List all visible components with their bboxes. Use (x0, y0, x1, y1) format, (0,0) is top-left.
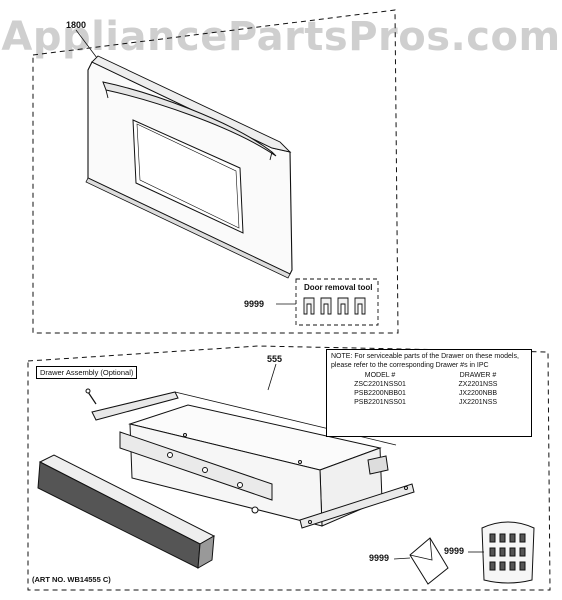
note-row-model: PSB2201NSS01 (354, 399, 406, 406)
watermark: AppliancePartsPros.com (1, 14, 561, 60)
note-table: MODEL # DRAWER # ZSC2201NSS01 ZX2201NSS … (331, 371, 527, 407)
drawer-leader (267, 363, 277, 391)
note-header-model: MODEL # (364, 372, 396, 379)
note-row-drawer: ZX2201NSS (458, 381, 498, 388)
part-label-envelope: 9999 (369, 553, 390, 563)
screw-bag (481, 521, 535, 584)
door-tool-clips (303, 297, 366, 315)
part-label-door: 1800 (66, 20, 87, 30)
door-handle (102, 81, 277, 157)
art-number: (ART NO. WB14555 C) (32, 575, 111, 584)
part-label-drawer: 555 (267, 354, 283, 364)
note-row-drawer: JX2201NSS (458, 399, 498, 406)
part-label-screws: 9999 (444, 546, 465, 556)
envelope-leader (393, 557, 411, 560)
drawer-front-panel (37, 454, 216, 569)
drawer-assembly-title: Drawer Assembly (Optional) (36, 366, 138, 379)
note-row-model: ZSC2201NSS01 (354, 381, 406, 388)
door-window (132, 119, 244, 234)
door-removal-tool-title: Door removal tool (304, 283, 373, 292)
part-label-door-tool: 9999 (244, 299, 265, 309)
envelope-part (409, 537, 449, 585)
door-group-boundary (32, 9, 399, 334)
note-row-drawer: JX2200NBB (458, 390, 498, 397)
note-header-drawer: DRAWER # (459, 372, 497, 379)
door-tool-boundary (295, 278, 379, 326)
oven-door (85, 55, 293, 279)
warming-drawer (85, 388, 415, 529)
note-row-model: PSB2200NBB01 (354, 390, 406, 397)
note-text: NOTE: For serviceable parts of the Drawe… (331, 353, 519, 369)
note-box: NOTE: For serviceable parts of the Drawe… (326, 349, 532, 437)
door-leader (75, 29, 101, 63)
drawer-group-boundary (27, 345, 551, 591)
